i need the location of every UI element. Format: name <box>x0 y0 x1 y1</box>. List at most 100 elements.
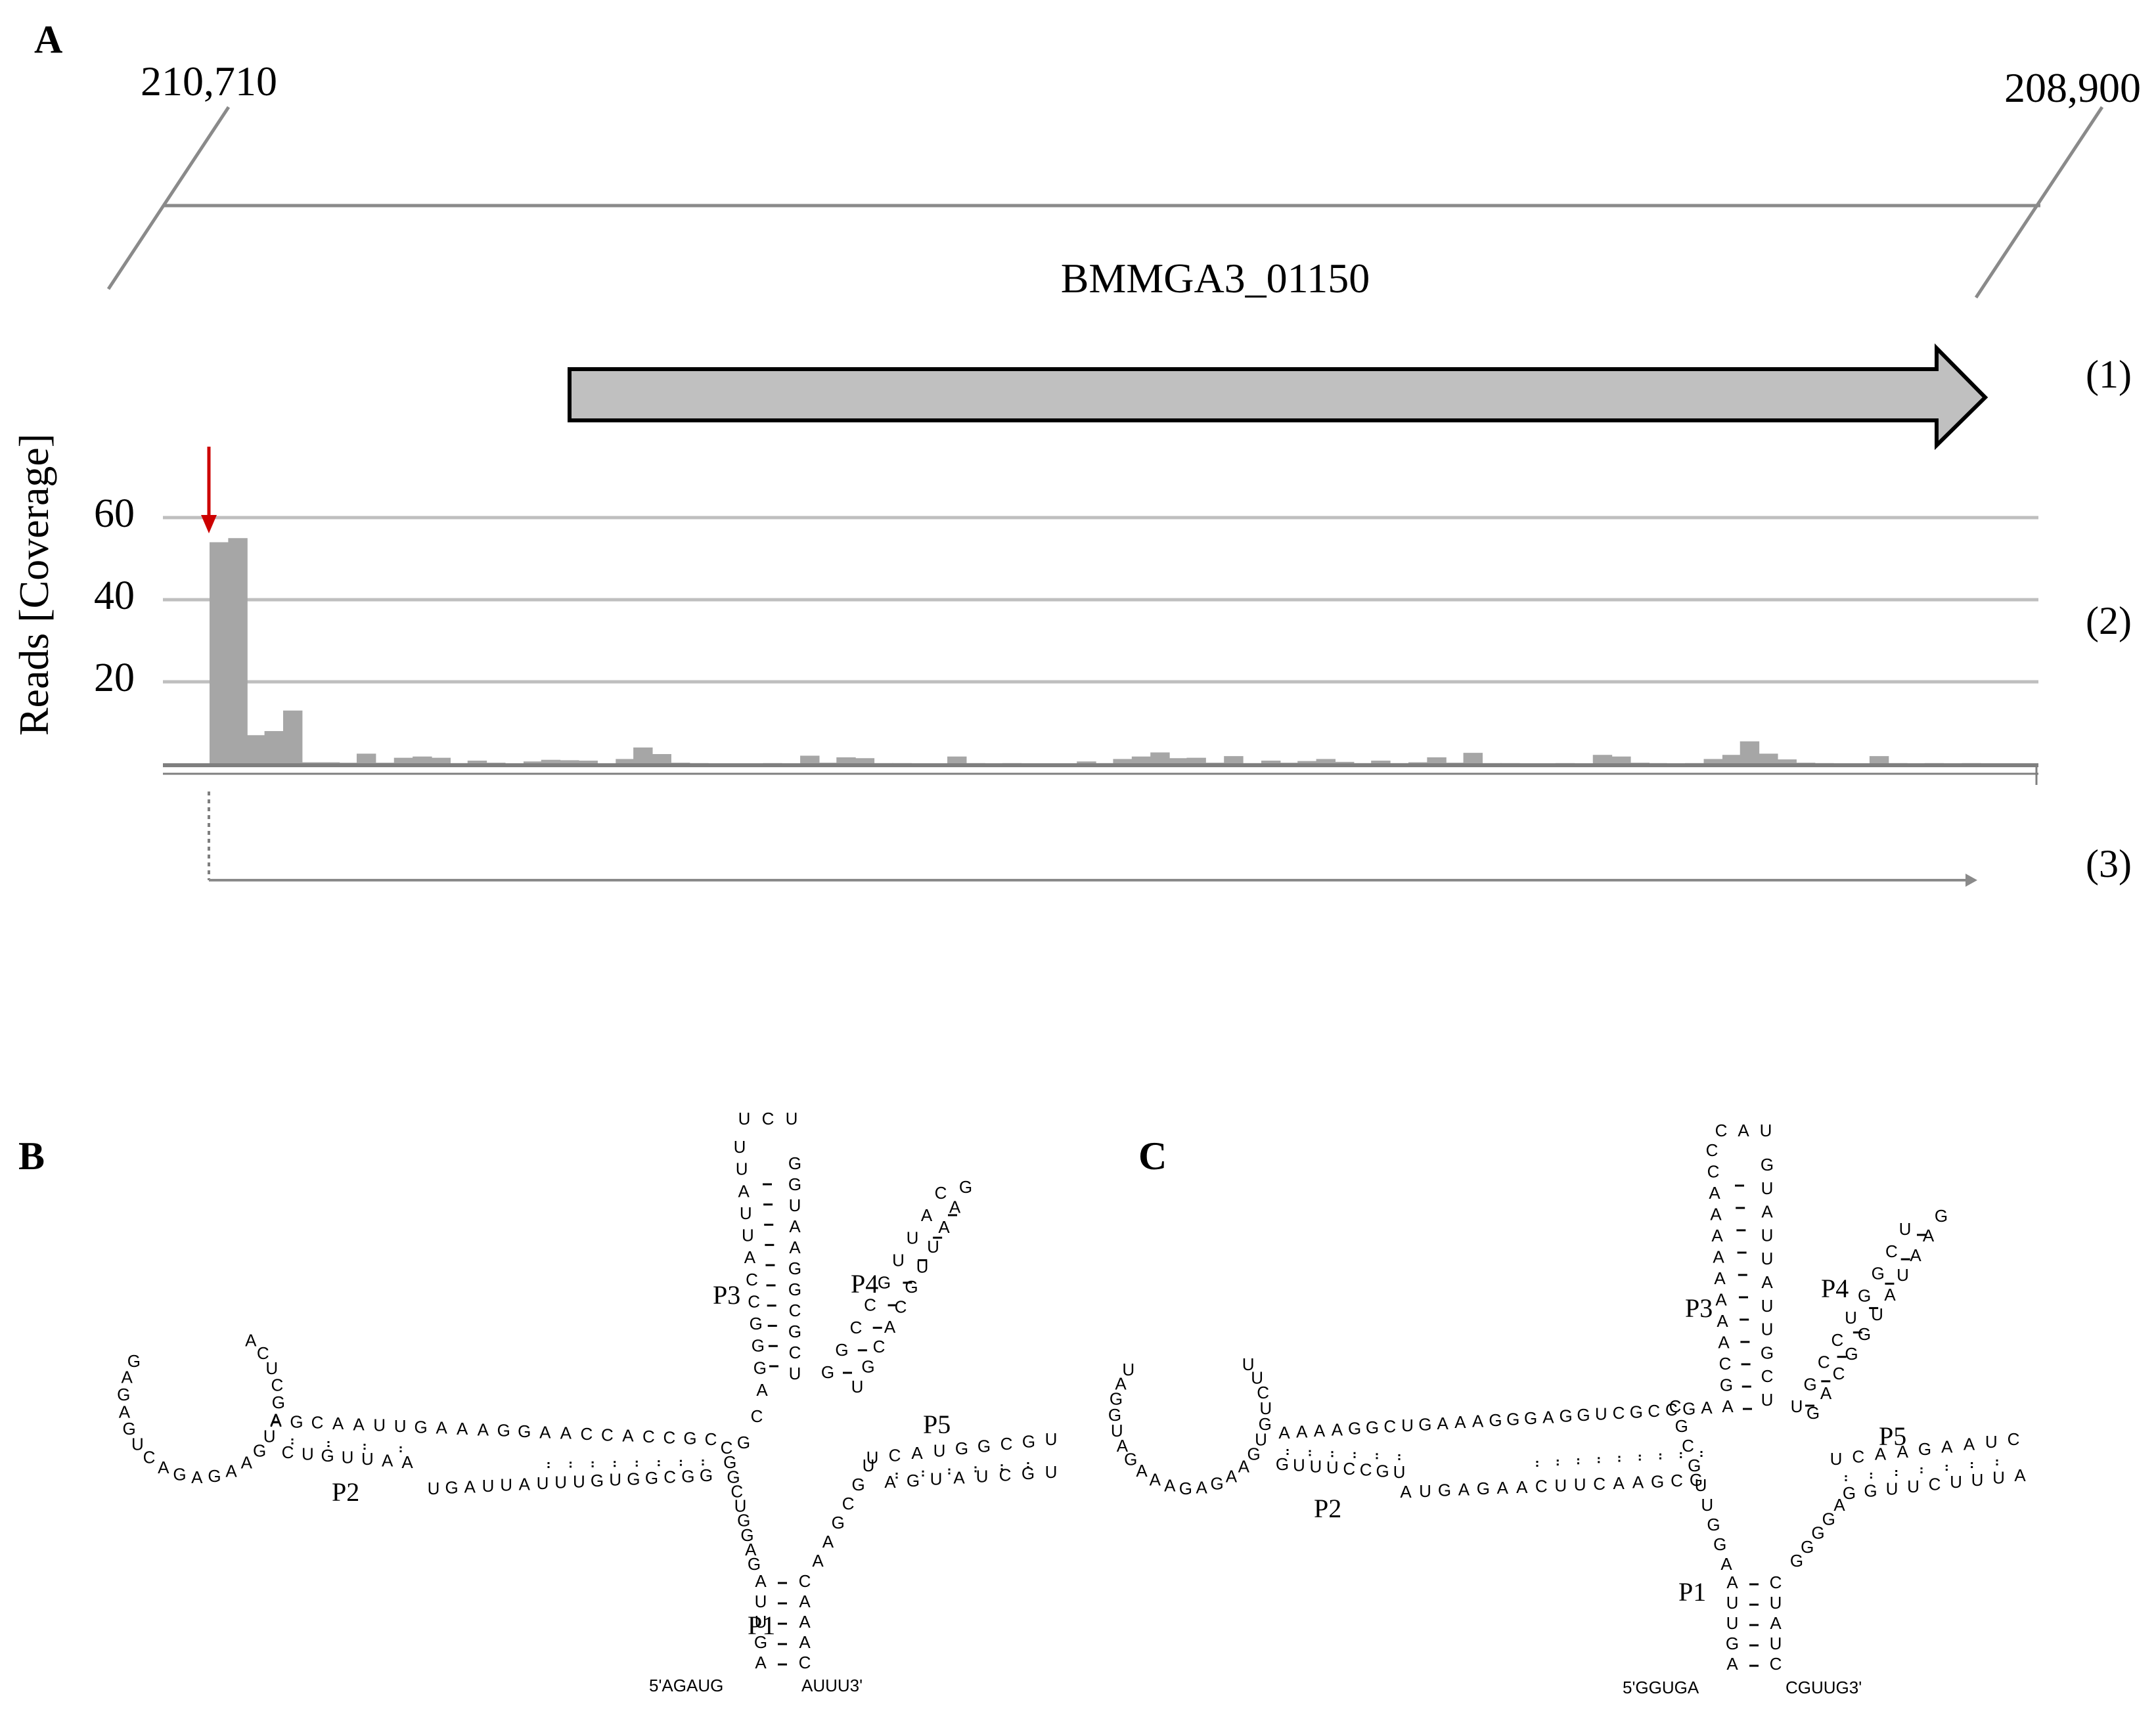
panel-c-nucleotide: G <box>1811 1523 1824 1543</box>
panel-c-nucleotide: A <box>1709 1183 1720 1203</box>
panel-c-p1: P1 <box>1678 1577 1706 1607</box>
panel-b-nucleotide: U <box>863 1456 875 1475</box>
panel-b-nucleotide: U <box>482 1476 495 1496</box>
panel-b-nucleotide: A <box>270 1411 282 1431</box>
panel-c-nucleotide: G <box>1506 1409 1519 1429</box>
panel-b-nucleotide: A <box>478 1419 489 1439</box>
panel-b-nucleotide: C <box>601 1425 614 1444</box>
panel-c-nucleotide: U <box>1701 1495 1713 1515</box>
panel-c-nucleotide: G <box>1366 1417 1379 1437</box>
panel-b-nucleotide: U <box>851 1377 864 1396</box>
coverage-series <box>209 538 2000 764</box>
panel-c-base-pairs <box>1286 1184 1998 1667</box>
panel-b-p2: P2 <box>332 1477 359 1507</box>
panel-c-nucleotide: U <box>1971 1470 1984 1490</box>
panel-b-nucleotide: A <box>519 1474 531 1494</box>
gene-arrow-icon <box>568 343 1988 451</box>
panel-c-nucleotide: U <box>1761 1390 1774 1410</box>
panel-b-nucleotide: G <box>740 1525 753 1545</box>
panel-b-nucleotide: A <box>225 1461 237 1481</box>
panel-b-5prime: 5'AGAUG <box>649 1676 723 1695</box>
panel-b-nucleotide: G <box>683 1429 696 1448</box>
panel-b-nucleotide: G <box>737 1433 750 1452</box>
panel-b-nucleotide: G <box>1022 1432 1035 1452</box>
panel-b-nucleotide: G <box>832 1513 845 1532</box>
panel-b-nucleotide: A <box>560 1423 572 1443</box>
panel-c-nucleotide: A <box>1117 1436 1129 1456</box>
panel-c-nucleotide: A <box>1718 1333 1730 1352</box>
panel-b-nucleotide: G <box>835 1340 848 1360</box>
panel-b-nucleotide: A <box>332 1414 344 1433</box>
panel-c-nucleotide: U <box>1761 1296 1774 1316</box>
coverage-bar <box>541 759 561 764</box>
panel-c-nucleotide: A <box>1770 1613 1782 1633</box>
panel-b-nucleotide: C <box>799 1571 811 1591</box>
panel-c-nucleotide: G <box>1707 1515 1720 1534</box>
panel-c-nucleotide: G <box>1761 1343 1774 1362</box>
panel-b-nucleotide: G <box>753 1358 767 1377</box>
panel-c-nucleotide: A <box>2014 1465 2026 1485</box>
left-break-mark <box>106 106 231 290</box>
y-axis-label: Reads [Coverage] <box>11 434 57 736</box>
panel-c-nucleotide: G <box>1726 1634 1739 1653</box>
panel-b-nucleotide: C <box>721 1438 733 1458</box>
panel-c-nucleotide: A <box>1715 1290 1727 1310</box>
panel-b-nucleotide: A <box>799 1612 811 1632</box>
panel-b-nucleotide: C <box>311 1413 324 1433</box>
panel-c-nucleotide: A <box>1332 1419 1343 1439</box>
panel-b-nucleotide: G <box>788 1280 801 1299</box>
coverage-bar <box>246 735 267 764</box>
panel-b-3prime: AUUU3' <box>801 1676 863 1695</box>
panel-b-nucleotide: U <box>738 1109 751 1128</box>
panel-c-nucleotide: A <box>1820 1383 1832 1403</box>
panel-b-nucleotide: A <box>738 1181 750 1201</box>
panel-c-nucleotide: U <box>1251 1368 1263 1387</box>
panel-b-nucleotide: G <box>907 1471 920 1490</box>
panel-b-nucleotide: U <box>740 1203 752 1223</box>
coverage-bar <box>467 761 487 764</box>
panel-b-nucleotide: G <box>750 1314 763 1333</box>
panel-c-nucleotide: U <box>1770 1634 1782 1653</box>
track-label-2: (2) <box>2086 599 2132 642</box>
coverage-bar <box>1316 759 1336 764</box>
panel-c-nucleotide: A <box>1941 1437 1953 1456</box>
panel-c-nucleotide: U <box>1992 1467 2005 1487</box>
panel-b-nucleotide: U <box>1045 1429 1058 1449</box>
panel-b-nucleotide: G <box>645 1468 658 1488</box>
panel-b-nucleotide: G <box>445 1478 459 1498</box>
panel-c-nucleotide: A <box>1897 1442 1909 1461</box>
panel-b-nucleotide: C <box>999 1465 1012 1484</box>
panel-b-nucleotide: A <box>799 1592 811 1611</box>
panel-c-nucleotide: A <box>1884 1285 1896 1304</box>
panel-c-nucleotide: C <box>1257 1383 1269 1402</box>
panel-b-nucleotide: G <box>788 1322 801 1341</box>
panel-c-nucleotide: U <box>1255 1430 1267 1450</box>
panel-c-nucleotide: G <box>1690 1470 1703 1490</box>
panel-c-nucleotide: A <box>1238 1456 1250 1476</box>
panel-c-nucleotide: U <box>1111 1421 1123 1440</box>
panel-c-nucleotide: A <box>1701 1398 1713 1417</box>
panel-c-nucleotide: A <box>1875 1444 1887 1464</box>
panel-b-nucleotide: U <box>428 1479 440 1498</box>
panel-b-nucleotide: G <box>861 1357 874 1377</box>
panel-c-nucleotide: G <box>1577 1405 1590 1425</box>
panel-c-nucleotide: A <box>1923 1226 1935 1245</box>
panel-b-nucleotide: G <box>788 1174 801 1194</box>
panel-b-nucleotide: G <box>127 1351 141 1371</box>
panel-b-nucleotide: U <box>866 1448 879 1467</box>
panel-c-nucleotide: U <box>1907 1477 1920 1496</box>
panel-b-nucleotide: U <box>361 1449 374 1469</box>
panel-c-nucleotide: A <box>1726 1654 1738 1674</box>
genomic-region-bar <box>106 106 2104 299</box>
panel-c-nucleotide: G <box>1864 1481 1877 1501</box>
panel-c-nucleotide: A <box>1542 1407 1554 1427</box>
panel-c-nucleotide: U <box>1595 1404 1607 1424</box>
panel-b-p5: P5 <box>923 1410 951 1439</box>
coverage-bar <box>1463 753 1483 764</box>
panel-c-nucleotide: A <box>1632 1473 1644 1492</box>
panel-c-nucleotide: G <box>1720 1375 1733 1395</box>
panel-c-nucleotide: C <box>1929 1475 1941 1494</box>
panel-b-nucleotide: C <box>730 1481 743 1501</box>
